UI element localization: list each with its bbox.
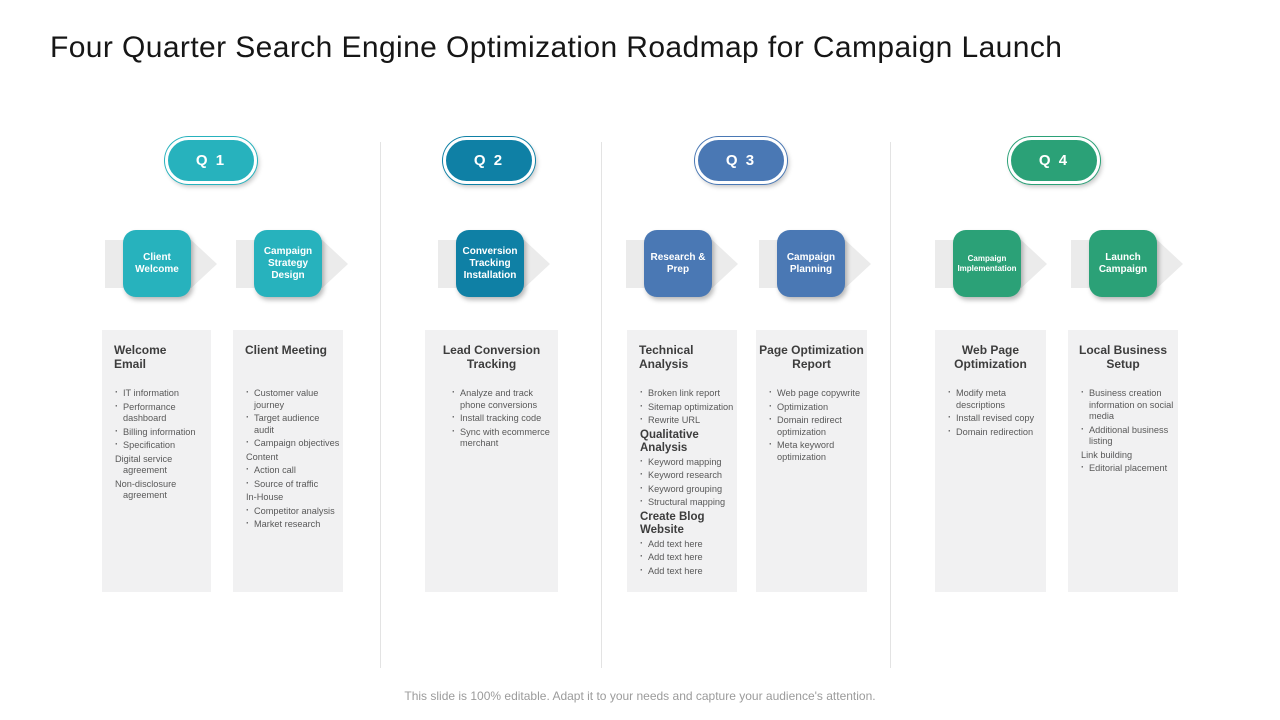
- panel-list-item: Additional business listing: [1081, 424, 1176, 448]
- panel-list-item: Domain redirect optimization: [769, 414, 865, 438]
- panel-list-item: Optimization: [769, 401, 865, 414]
- step-box: Launch Campaign: [1089, 230, 1157, 297]
- step-box: Conversion Tracking Installation: [456, 230, 524, 297]
- panel-list-item: Action call: [246, 464, 341, 477]
- panel-list-item: Billing information: [115, 426, 209, 439]
- quarter-badge-label: Q 2: [473, 152, 505, 169]
- quarter-divider: [380, 142, 381, 668]
- step-box-label: Launch Campaign: [1098, 251, 1148, 275]
- detail-panel: Lead Conversion TrackingAnalyze and trac…: [425, 330, 558, 592]
- panel-list-item: Editorial placement: [1081, 462, 1176, 475]
- panel-list-item: Sitemap optimization: [640, 401, 735, 414]
- step-box: Campaign Implementation: [953, 230, 1021, 297]
- page-title: Four Quarter Search Engine Optimization …: [50, 31, 1063, 64]
- detail-panel: Client MeetingCustomer value journeyTarg…: [233, 330, 343, 592]
- step-box: Campaign Planning: [777, 230, 845, 297]
- step-box-label: Conversion Tracking Installation: [462, 245, 518, 281]
- panel-item-list: Broken link reportSitemap optimizationRe…: [627, 387, 737, 579]
- panel-heading: Page Optimization Report: [759, 343, 864, 371]
- panel-list-item: Add text here: [640, 551, 735, 564]
- quarter-divider: [601, 142, 602, 668]
- panel-list-item: Broken link report: [640, 387, 735, 400]
- footer-note: This slide is 100% editable. Adapt it to…: [404, 689, 876, 703]
- step-box: Client Welcome: [123, 230, 191, 297]
- panel-list-item: Performance dashboard: [115, 401, 209, 425]
- panel-list-item: In-House: [246, 492, 284, 502]
- quarter-divider: [890, 142, 891, 668]
- panel-heading: Lead Conversion Tracking: [442, 343, 541, 371]
- panel-list-item: Market research: [246, 518, 341, 531]
- panel-list-item: Keyword research: [640, 469, 735, 482]
- panel-list-item: Source of traffic: [246, 478, 341, 491]
- panel-heading: Client Meeting: [245, 343, 328, 357]
- quarter-badge-4: Q 4: [1008, 137, 1100, 184]
- step-box-label: Campaign Strategy Design: [263, 245, 313, 281]
- panel-list-item: Install revised copy: [948, 412, 1044, 425]
- panel-item-list: Analyze and track phone conversionsInsta…: [425, 387, 558, 452]
- panel-list-item: Sync with ecommerce merchant: [452, 426, 556, 450]
- quarter-badge-3: Q 3: [695, 137, 787, 184]
- panel-item-list: Customer value journeyTarget audience au…: [233, 387, 343, 533]
- quarter-badge-label: Q 1: [195, 152, 227, 169]
- panel-list-item: Keyword mapping: [640, 456, 735, 469]
- panel-list-item: Meta keyword optimization: [769, 439, 865, 463]
- panel-list-item: Competitor analysis: [246, 505, 341, 518]
- quarter-badge-2: Q 2: [443, 137, 535, 184]
- panel-item-list: Web page copywriteOptimizationDomain red…: [756, 387, 867, 465]
- panel-list-item: Customer value journey: [246, 387, 341, 411]
- panel-subheading: Qualitative Analysis: [640, 428, 699, 454]
- panel-item-list: Modify meta descriptionsInstall revised …: [935, 387, 1046, 440]
- step-box: Research & Prep: [644, 230, 712, 297]
- step-box-label: Campaign Planning: [786, 251, 836, 275]
- panel-list-item: Rewrite URL: [640, 414, 735, 427]
- panel-list-item: Domain redirection: [948, 426, 1044, 439]
- panel-list-item: Keyword grouping: [640, 483, 735, 496]
- panel-list-item: Non-disclosure agreement: [115, 478, 177, 501]
- panel-item-list: IT informationPerformance dashboardBilli…: [102, 387, 211, 504]
- panel-list-item: Analyze and track phone conversions: [452, 387, 556, 411]
- step-box-label: Client Welcome: [135, 251, 179, 275]
- quarter-badge-label: Q 4: [1038, 152, 1070, 169]
- panel-list-item: Specification: [115, 439, 209, 452]
- panel-list-item: Link building: [1081, 449, 1133, 460]
- quarter-badge-1: Q 1: [165, 137, 257, 184]
- quarter-badge-label: Q 3: [725, 152, 757, 169]
- panel-heading: Local Business Setup: [1078, 343, 1168, 371]
- panel-list-item: Modify meta descriptions: [948, 387, 1044, 411]
- detail-panel: Web Page OptimizationModify meta descrip…: [935, 330, 1046, 592]
- step-box: Campaign Strategy Design: [254, 230, 322, 297]
- panel-list-item: Campaign objectives: [246, 437, 341, 450]
- panel-heading: Web Page Optimization: [954, 343, 1027, 371]
- detail-panel: Local Business SetupBusiness creation in…: [1068, 330, 1178, 592]
- panel-list-item: IT information: [115, 387, 209, 400]
- panel-heading: Technical Analysis: [639, 343, 694, 371]
- panel-list-item: Target audience audit: [246, 412, 341, 436]
- panel-list-item: Digital service agreement: [115, 453, 173, 476]
- panel-list-item: Web page copywrite: [769, 387, 865, 400]
- detail-panel: Page Optimization ReportWeb page copywri…: [756, 330, 867, 592]
- panel-list-item: Structural mapping: [640, 496, 735, 509]
- detail-panel: Welcome Email IT informationPerformance d…: [102, 330, 211, 592]
- panel-item-list: Business creation information on social …: [1068, 387, 1178, 477]
- panel-list-item: Install tracking code: [452, 412, 556, 425]
- panel-list-item: Content: [246, 451, 279, 462]
- panel-heading: Welcome Email: [114, 343, 167, 371]
- step-box-label: Research & Prep: [650, 251, 706, 275]
- panel-list-item: Business creation information on social …: [1081, 387, 1176, 423]
- panel-list-item: Add text here: [640, 565, 735, 578]
- panel-subheading: Create Blog Website: [640, 510, 705, 536]
- panel-list-item: Add text here: [640, 538, 735, 551]
- step-box-label: Campaign Implementation: [957, 253, 1017, 273]
- detail-panel: Technical AnalysisBroken link reportSite…: [627, 330, 737, 592]
